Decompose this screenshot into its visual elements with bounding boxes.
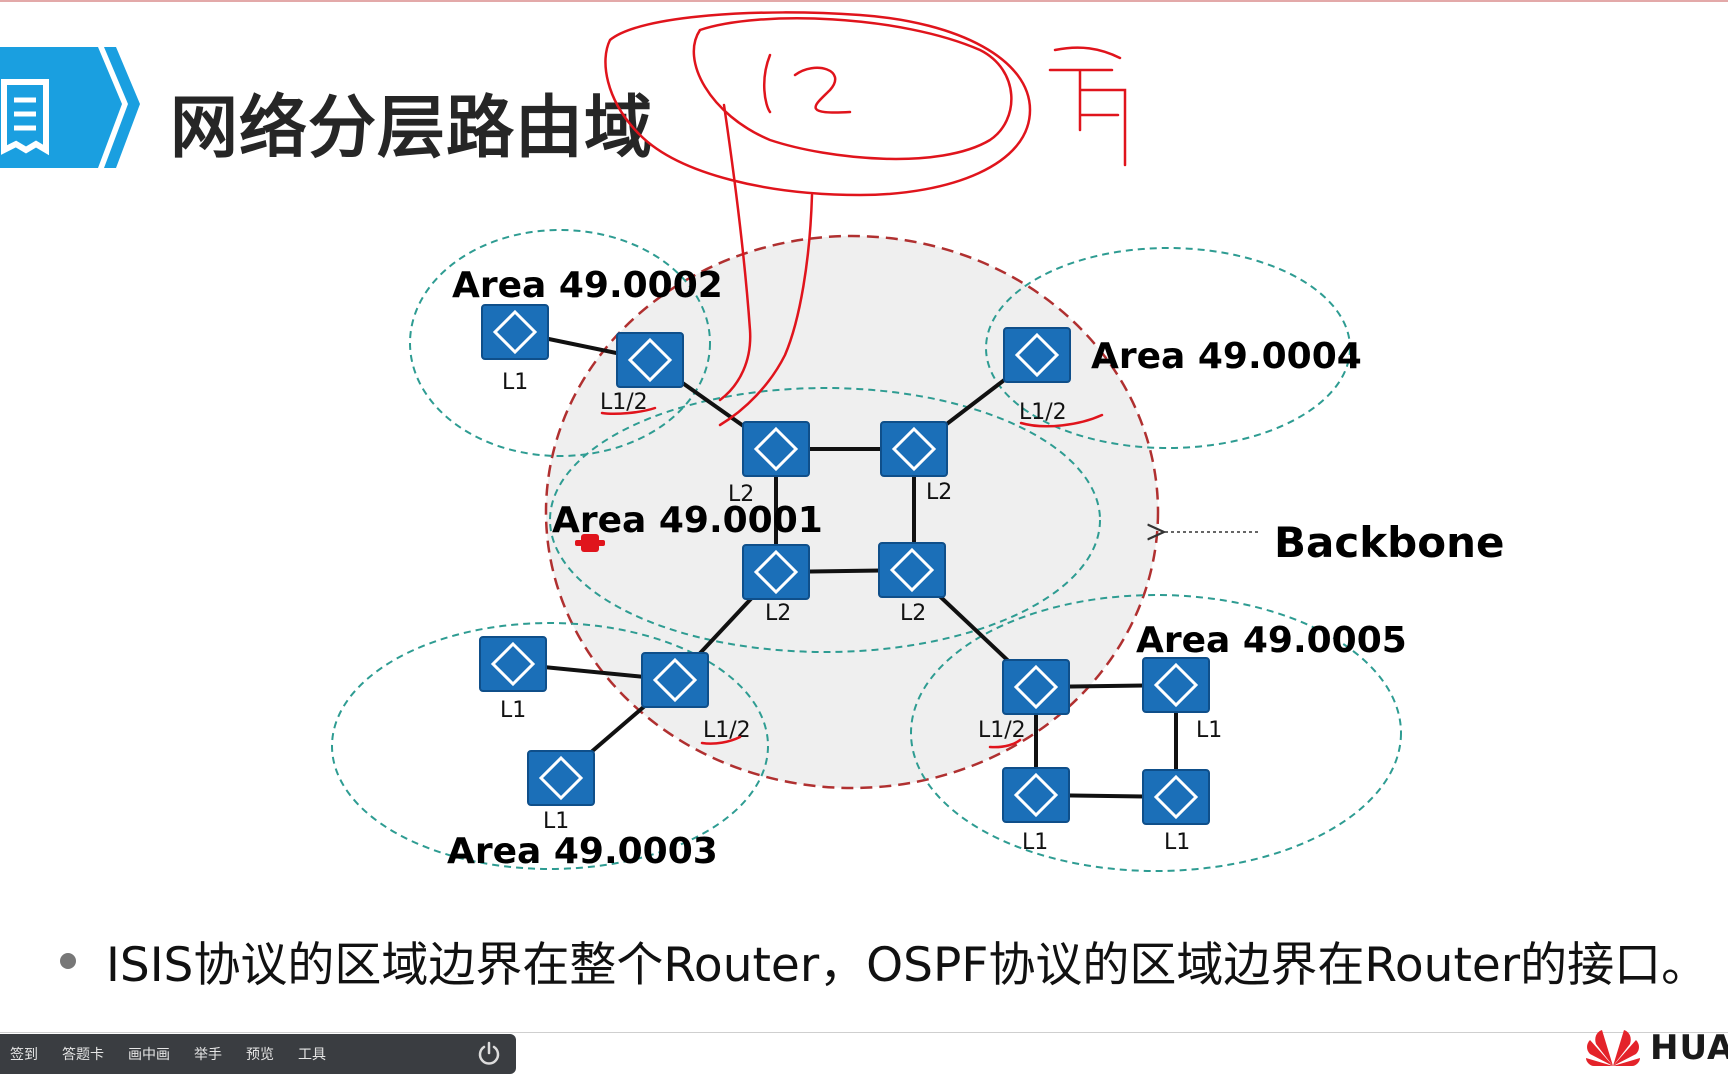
- toolbar-raise-hand-button[interactable]: 举手: [194, 1047, 222, 1063]
- bullet-text: ISIS协议的区域边界在整个Router，OSPF协议的区域边界在Router的…: [106, 938, 1709, 993]
- pointer-cursor-icon: [575, 534, 605, 552]
- area-label-49-0005: Area 49.0005: [1136, 620, 1407, 661]
- backbone-label: Backbone: [1274, 518, 1505, 567]
- toolbar-preview-button[interactable]: 预览: [246, 1047, 274, 1063]
- area-49-0001-boundary: [549, 387, 1101, 653]
- router-icon: [877, 541, 947, 599]
- area-49-0002-boundary: [409, 229, 711, 457]
- toolbar-checkin-button[interactable]: 签到: [10, 1047, 38, 1063]
- router-icon: [1002, 326, 1072, 384]
- router-level-label: L1: [1164, 830, 1190, 855]
- toolbar-pip-button[interactable]: 画中画: [128, 1047, 170, 1063]
- router-icon: [526, 749, 596, 807]
- router-level-label: L2: [900, 601, 926, 626]
- toolbar-answer-card-button[interactable]: 答题卡: [62, 1047, 104, 1063]
- handwritten-annotation: [600, 11, 1127, 749]
- router-level-label: L2: [728, 482, 754, 507]
- footer-divider: [0, 1032, 1728, 1033]
- router-level-label: L1: [1022, 830, 1048, 855]
- title-banner: [0, 47, 140, 168]
- area-label-49-0003: Area 49.0003: [447, 831, 718, 872]
- router-icon: [1001, 658, 1071, 716]
- router-icon: [741, 543, 811, 601]
- router-level-label: L1/2: [1019, 400, 1067, 425]
- logo-text: HUAWEI: [1650, 1028, 1728, 1068]
- router-icon: [741, 420, 811, 478]
- router-icon: [1141, 656, 1211, 714]
- page-title: 网络分层路由域: [170, 89, 654, 168]
- router-level-label: L1/2: [703, 718, 751, 743]
- power-icon[interactable]: [476, 1041, 502, 1067]
- bullet-point: ISIS协议的区域边界在整个Router，OSPF协议的区域边界在Router的…: [60, 926, 1708, 995]
- huawei-logo: HUAWEI: [1584, 1026, 1728, 1070]
- router-icon: [480, 303, 550, 361]
- router-level-label: L2: [765, 601, 791, 626]
- huawei-logo-icon: [1586, 1030, 1640, 1066]
- area-49-0003-boundary: [331, 622, 769, 870]
- router-icon: [1141, 768, 1211, 826]
- router-icon: [879, 420, 949, 478]
- router-level-label: L1: [1196, 718, 1222, 743]
- area-label-49-0002: Area 49.0002: [452, 265, 723, 306]
- document-icon: [1, 79, 49, 156]
- area-49-0004-boundary: [985, 247, 1351, 449]
- router-level-label: L1: [543, 809, 569, 834]
- router-icon: [478, 635, 548, 693]
- router-level-label: L1: [502, 370, 528, 395]
- router-level-label: L1: [500, 698, 526, 723]
- meeting-toolbar: 签到 答题卡 画中画 举手 预览 工具: [0, 1034, 516, 1074]
- router-level-label: L2: [926, 480, 952, 505]
- top-border: [0, 0, 1728, 2]
- area-49-0005-boundary: [910, 594, 1402, 872]
- router-icon: [615, 331, 685, 389]
- router-level-label: L1/2: [978, 718, 1026, 743]
- area-label-49-0004: Area 49.0004: [1091, 336, 1362, 377]
- bullet-dot-icon: [60, 952, 76, 969]
- toolbar-tools-button[interactable]: 工具: [298, 1047, 326, 1063]
- router-icon: [640, 651, 710, 709]
- area-label-49-0001: Area 49.0001: [552, 500, 823, 541]
- router-icon: [1001, 766, 1071, 824]
